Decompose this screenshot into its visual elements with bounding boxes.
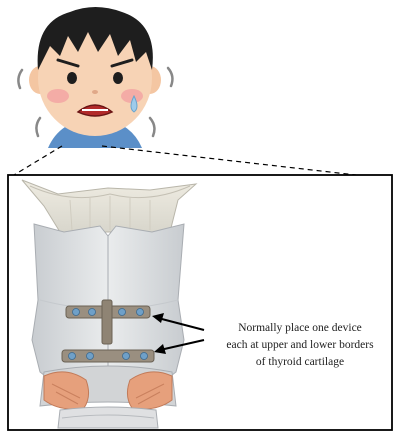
note-line-1: Normally place one device [206, 320, 394, 337]
lower-titanium-plate [62, 350, 154, 362]
note-line-3: of thyroid cartilage [206, 354, 394, 371]
device-placement-note: Normally place one device each at upper … [206, 320, 394, 371]
zoom-line-right [102, 146, 356, 175]
zoom-line-left [14, 146, 62, 175]
boy-sweating-icon [18, 7, 172, 148]
note-line-2: each at upper and lower borders [206, 337, 394, 354]
